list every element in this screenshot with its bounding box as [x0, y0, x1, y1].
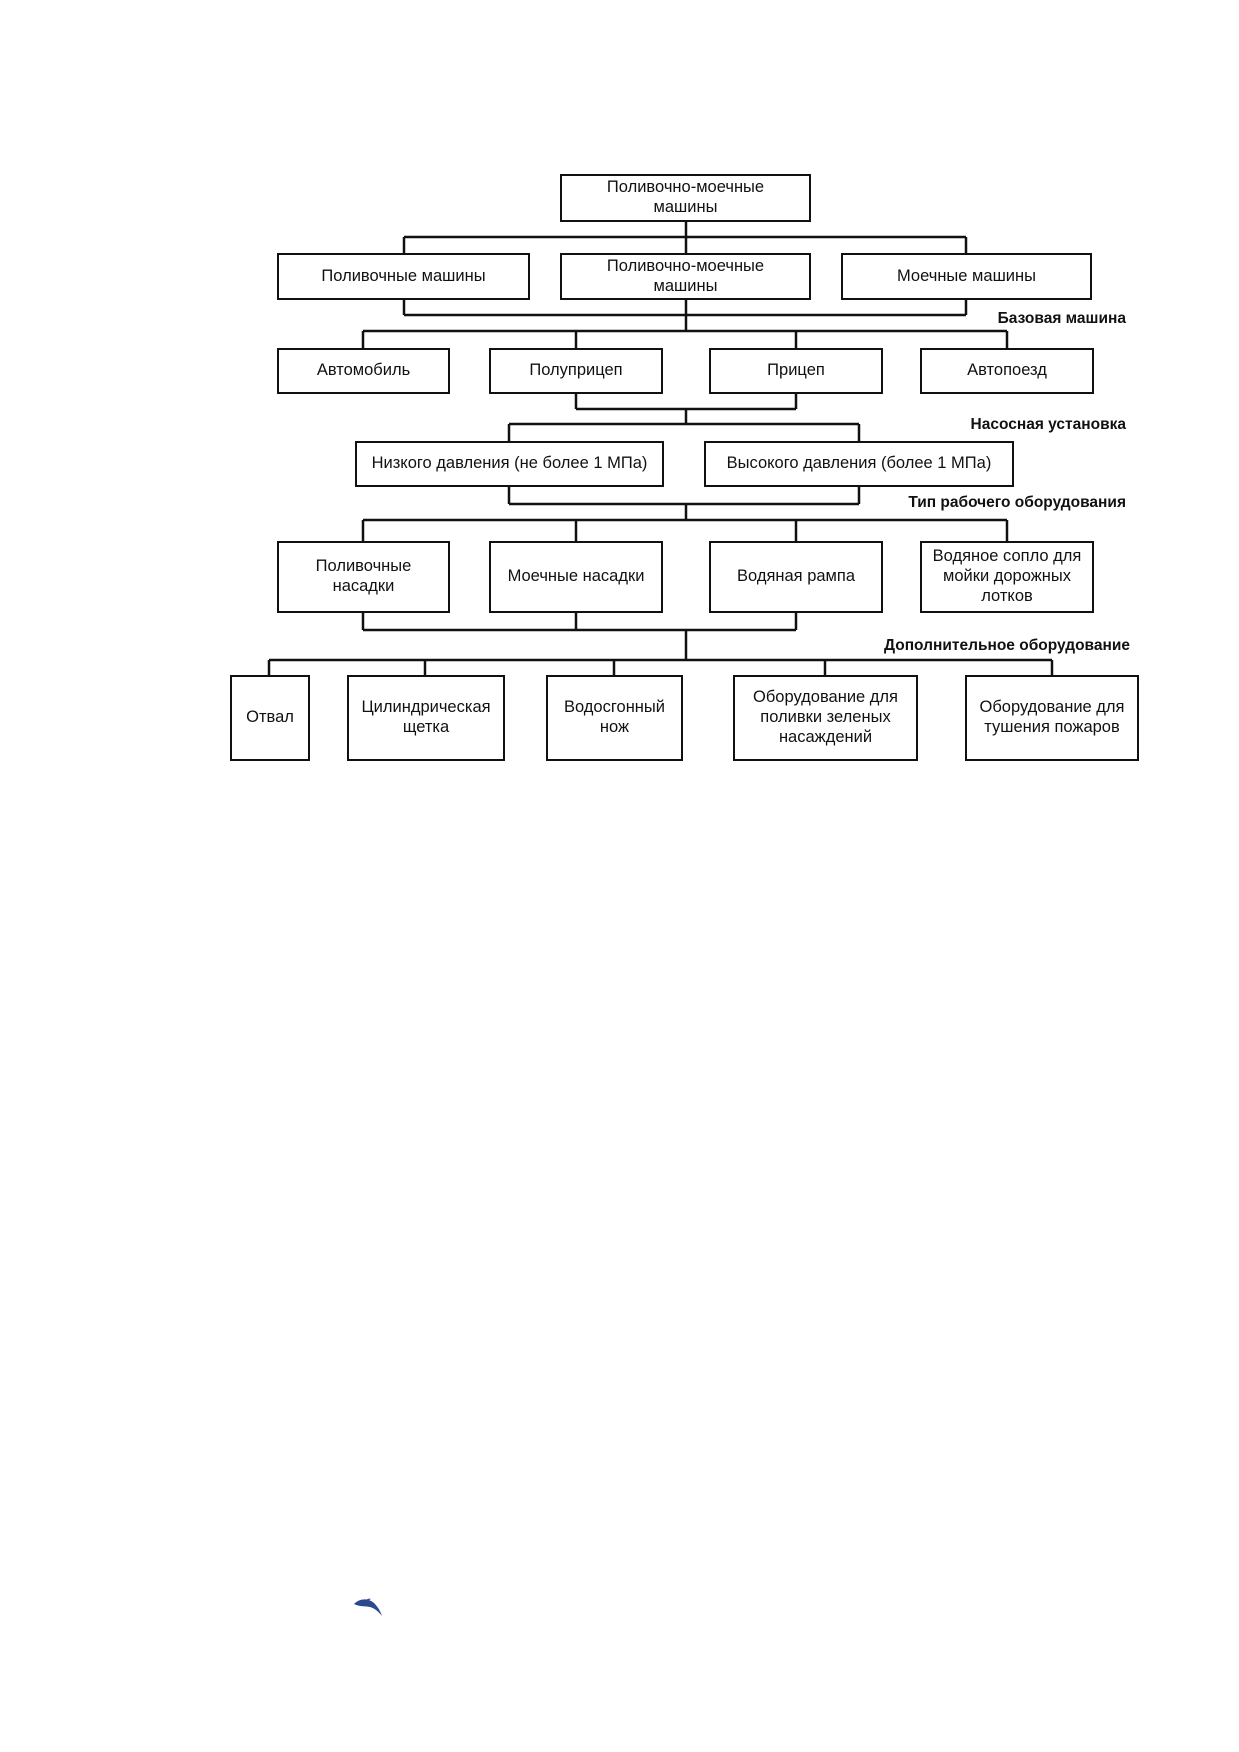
node-blade: Отвал	[230, 675, 310, 761]
section-label-work-equipment: Тип рабочего оборудования	[908, 494, 1126, 511]
root-node: Поливочно-моечные машины	[560, 174, 811, 222]
section-label-base-machine: Базовая машина	[997, 310, 1126, 327]
node-trailer: Прицеп	[709, 348, 883, 394]
node-water-ramp: Водяная рампа	[709, 541, 883, 613]
node-cylindrical-brush: Цилиндрическая щетка	[347, 675, 505, 761]
node-green-watering-equipment: Оборудование для поливки зеленых насажде…	[733, 675, 918, 761]
node-water-squeegee: Водосгонный нож	[546, 675, 683, 761]
node-road-train: Автопоезд	[920, 348, 1094, 394]
node-water-nozzle-gutters: Водяное сопло для мойки дорожных лотков	[920, 541, 1094, 613]
node-low-pressure: Низкого давления (не более 1 МПа)	[355, 441, 664, 487]
node-washing-nozzles: Моечные насадки	[489, 541, 663, 613]
node-watering-nozzles: Поливочные насадки	[277, 541, 450, 613]
node-firefighting-equipment: Оборудование для тушения пожаров	[965, 675, 1139, 761]
section-label-extra-equipment: Дополнительное оборудование	[884, 637, 1130, 654]
node-watering-washing-machines: Поливочно-моечные машины	[560, 253, 811, 300]
node-washing-machines: Моечные машины	[841, 253, 1092, 300]
node-automobile: Автомобиль	[277, 348, 450, 394]
node-high-pressure: Высокого давления (более 1 МПа)	[704, 441, 1014, 487]
node-semitrailer: Полуприцеп	[489, 348, 663, 394]
section-label-pump: Насосная установка	[970, 416, 1126, 433]
node-watering-machines: Поливочные машины	[277, 253, 530, 300]
bird-logo-icon	[354, 1598, 382, 1616]
